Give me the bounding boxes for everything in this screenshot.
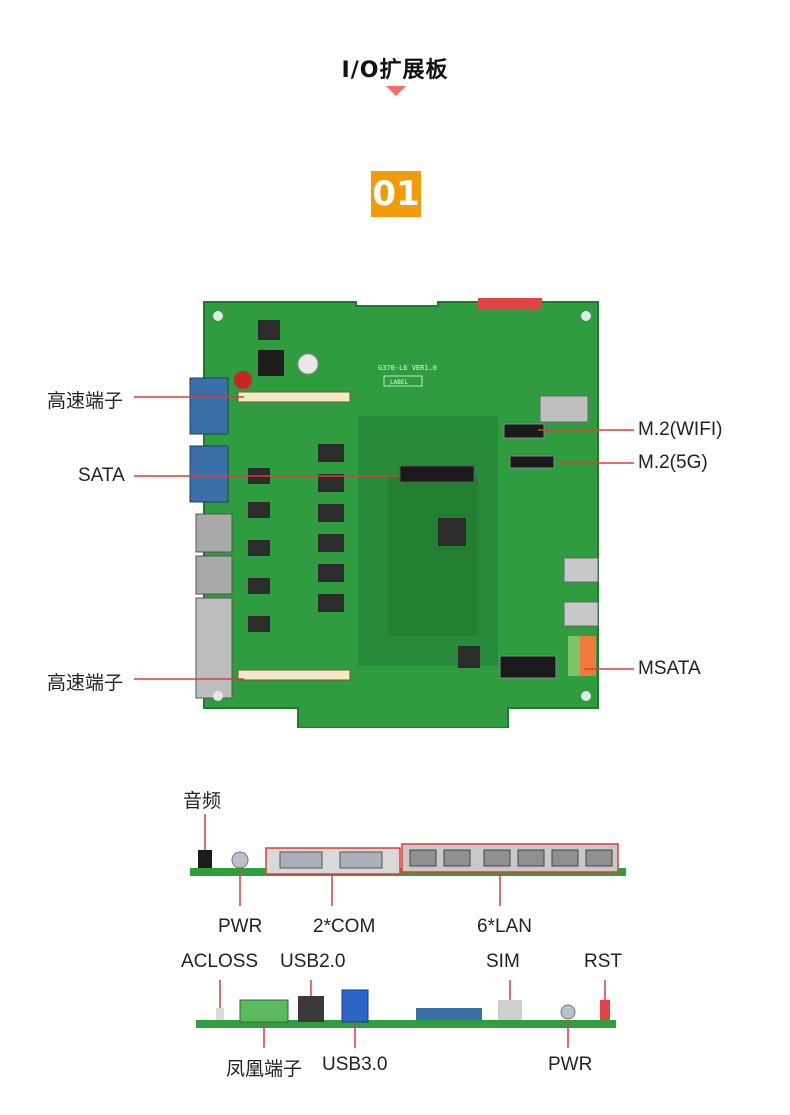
board-model-silkscreen: G370-L6 VER1.0 [378,364,437,372]
section-title: I/O扩展板 [341,58,449,83]
label-phoenix-terminal: 凤凰端子 [226,1059,303,1080]
label-pwr-1: PWR [218,916,263,937]
label-rst: RST [584,951,622,972]
label-high-speed-terminal-bottom: 高速端子 [47,673,124,694]
label-m2-5g: M.2(5G) [638,452,708,473]
side-view-1-image [190,814,626,906]
board-callout-lines [134,396,634,680]
label-sata: SATA [78,465,125,486]
label-sim: SIM [486,951,520,972]
label-usb2: USB2.0 [280,951,346,972]
label-high-speed-terminal-top: 高速端子 [47,391,124,412]
label-6lan: 6*LAN [477,916,532,937]
side-view-2-image [196,980,616,1048]
label-msata: MSATA [638,658,701,679]
title-down-arrow-icon [386,86,406,96]
io-expansion-board-image: G370-L6 VER1.0 LABEL [189,298,599,728]
section-number-badge: 01 [371,171,421,217]
label-usb3: USB3.0 [322,1054,388,1075]
board-label-silkscreen: LABEL [390,379,408,386]
label-acloss: ACLOSS [181,951,259,972]
label-audio: 音频 [183,791,222,812]
label-pwr-2: PWR [548,1054,593,1075]
label-m2-wifi: M.2(WIFI) [638,419,723,440]
label-2com: 2*COM [313,916,376,937]
